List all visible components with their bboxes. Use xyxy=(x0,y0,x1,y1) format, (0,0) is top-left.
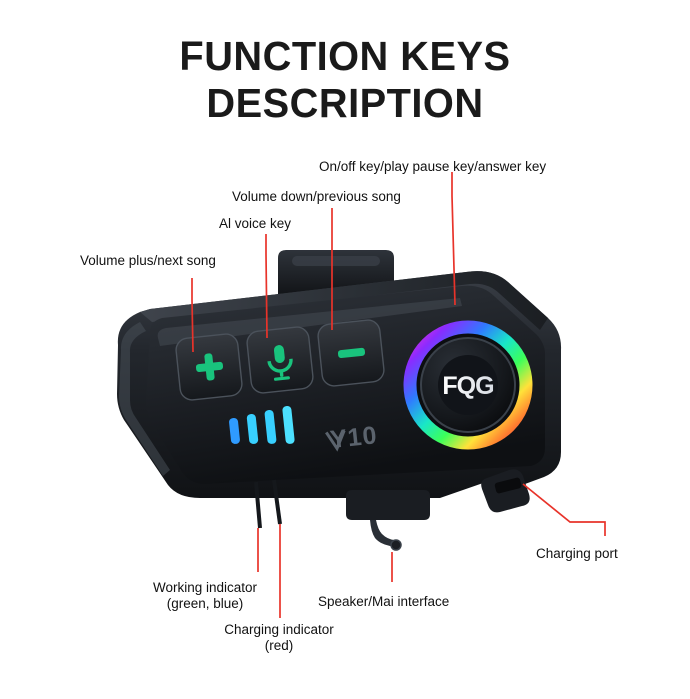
callout-charging-port: Charging port xyxy=(536,546,618,561)
charging-indicator-line-2: (red) xyxy=(264,638,294,654)
callout-charging-indicator: Charging indicator (red) xyxy=(211,622,347,655)
callout-volume-plus: Volume plus/next song xyxy=(80,253,216,268)
charging-indicator-line-1: Charging indicator xyxy=(224,622,334,637)
working-indicator-line-1: Working indicator xyxy=(152,580,258,595)
title-line-2: DESCRIPTION xyxy=(206,80,484,126)
callout-volume-down: Volume down/previous song xyxy=(232,189,401,204)
callout-power-key: On/off key/play pause key/answer key xyxy=(319,159,547,174)
callout-working-indicator: Working indicator (green, blue) xyxy=(143,580,267,613)
callout-speaker-mic-interface: Speaker/Mai interface xyxy=(318,594,450,609)
brand-logo: FQG xyxy=(442,372,493,400)
callout-ai-voice-key: Al voice key xyxy=(219,216,292,231)
page-title: FUNCTION KEYS DESCRIPTION xyxy=(0,36,690,124)
title-line-1: FUNCTION KEYS xyxy=(179,33,511,79)
model-label: Y10 xyxy=(329,421,379,454)
working-indicator-line-2: (green, blue) xyxy=(166,596,244,612)
